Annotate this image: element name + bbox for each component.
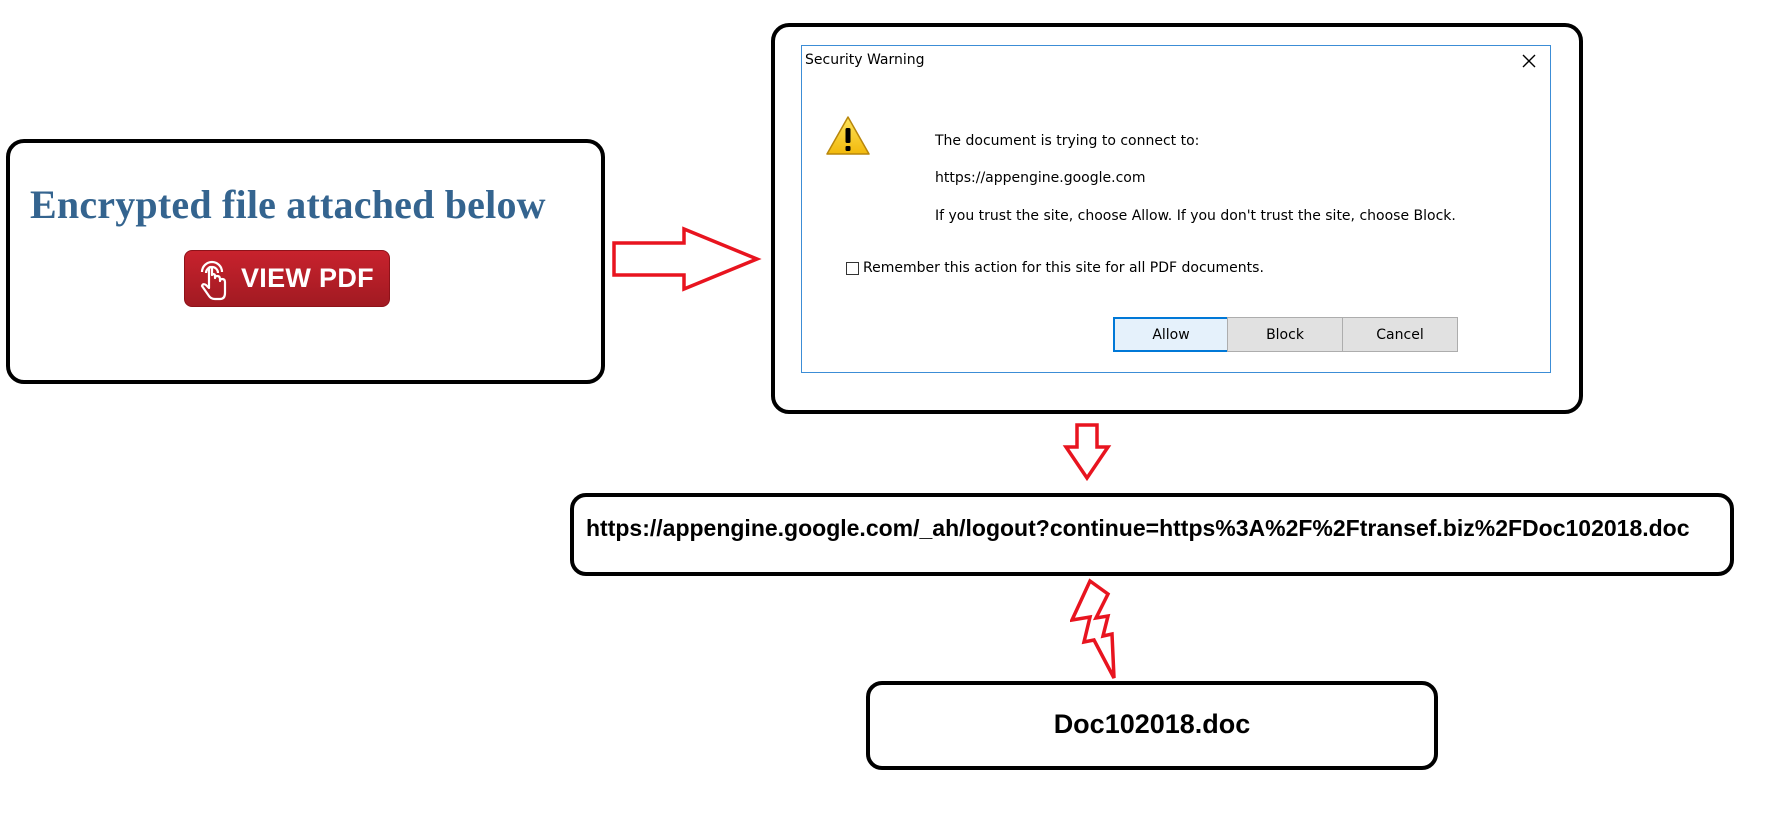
allow-button[interactable]: Allow	[1113, 317, 1229, 352]
payload-file-box: Doc102018.doc	[866, 681, 1438, 770]
lightning-arrow-icon	[1070, 578, 1116, 679]
dialog-title: Security Warning	[805, 52, 925, 68]
security-dialog-box: Security Warning The document is trying …	[771, 23, 1583, 414]
dialog-message: The document is trying to connect to:	[935, 133, 1200, 149]
warning-icon	[826, 116, 870, 155]
remember-label: Remember this action for this site for a…	[863, 260, 1264, 276]
down-arrow-icon	[1062, 423, 1112, 482]
block-button[interactable]: Block	[1227, 317, 1343, 352]
close-button[interactable]	[1516, 48, 1542, 74]
view-pdf-button[interactable]: VIEW PDF	[184, 250, 390, 307]
security-warning-dialog: Security Warning The document is trying …	[801, 45, 1551, 373]
dialog-url: https://appengine.google.com	[935, 170, 1146, 186]
lure-heading: Encrypted file attached below	[30, 182, 546, 227]
pdf-lure-box: Encrypted file attached below VIEW PDF	[6, 139, 605, 384]
view-pdf-label: VIEW PDF	[241, 263, 374, 293]
touch-hand-icon	[200, 260, 227, 300]
payload-filename: Doc102018.doc	[1053, 709, 1251, 739]
right-arrow-icon	[612, 226, 762, 292]
remember-checkbox[interactable]	[846, 261, 859, 275]
dialog-trust-message: If you trust the site, choose Allow. If …	[935, 208, 1456, 224]
remember-option: Remember this action for this site for a…	[846, 260, 1264, 276]
close-icon	[1522, 54, 1536, 68]
cancel-button[interactable]: Cancel	[1342, 317, 1458, 352]
redirect-url: https://appengine.google.com/_ah/logout?…	[586, 515, 1690, 541]
redirect-url-box: https://appengine.google.com/_ah/logout?…	[570, 493, 1734, 576]
